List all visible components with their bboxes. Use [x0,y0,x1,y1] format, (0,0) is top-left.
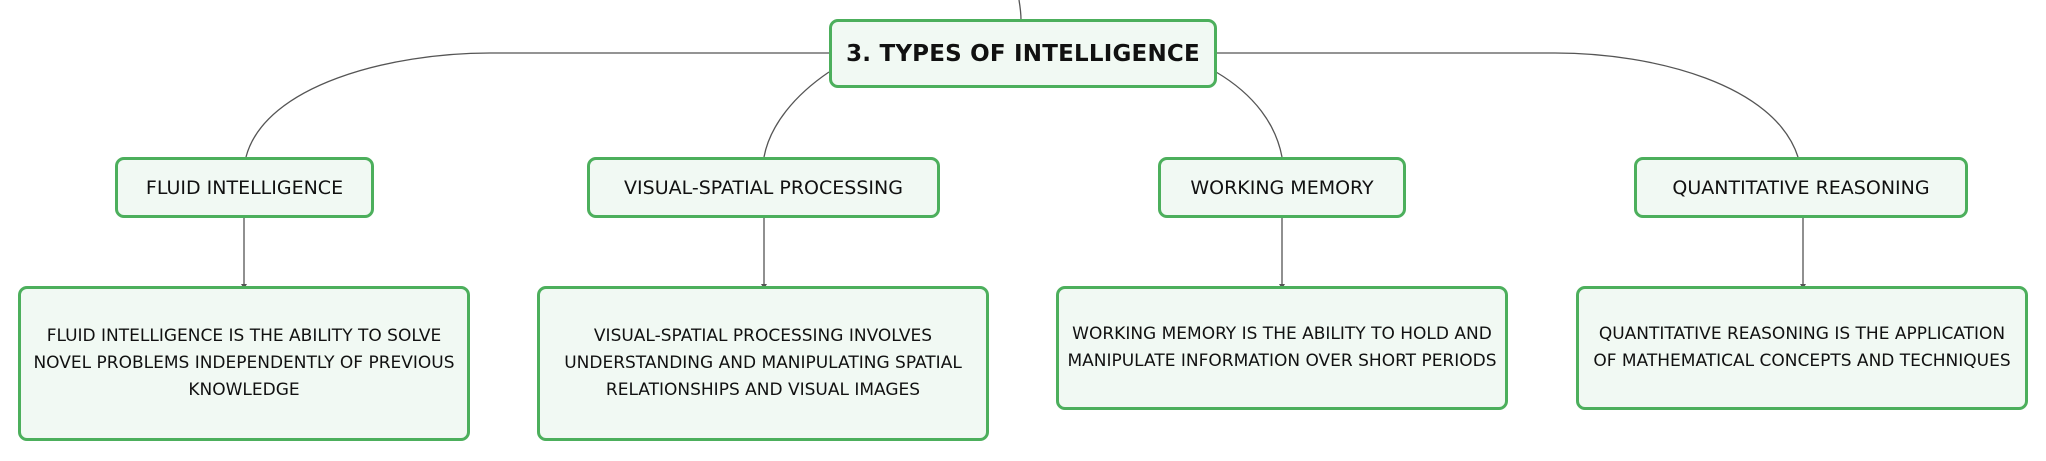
branch-label: FLUID INTELLIGENCE [145,176,344,199]
description-text: QUANTITATIVE REASONING IS THE APPLICATIO… [1593,324,2011,371]
description-text: WORKING MEMORY IS THE ABILITY TO HOLD AN… [1067,324,1497,371]
branch-node-quantitative-reasoning[interactable]: QUANTITATIVE REASONING [1634,157,1968,218]
description-node-working-memory[interactable]: WORKING MEMORY IS THE ABILITY TO HOLD AN… [1056,286,1508,410]
root-title: 3. TYPES OF INTELLIGENCE [846,40,1200,67]
branch-node-visual-spatial-processing[interactable]: VISUAL-SPATIAL PROCESSING [587,157,940,218]
description-node-fluid-intelligence[interactable]: FLUID INTELLIGENCE IS THE ABILITY TO SOL… [18,286,470,441]
branch-node-working-memory[interactable]: WORKING MEMORY [1158,157,1406,218]
branch-label: WORKING MEMORY [1190,176,1374,199]
connector-root-fluid [245,52,829,158]
branch-label: QUANTITATIVE REASONING [1672,176,1930,199]
connector-root-incoming [1018,0,1022,21]
branch-label: VISUAL-SPATIAL PROCESSING [624,176,903,199]
description-node-visual-spatial-processing[interactable]: VISUAL-SPATIAL PROCESSING INVOLVES UNDER… [537,286,989,441]
connector-root-working [1215,71,1283,158]
description-node-quantitative-reasoning[interactable]: QUANTITATIVE REASONING IS THE APPLICATIO… [1576,286,2028,410]
description-text: FLUID INTELLIGENCE IS THE ABILITY TO SOL… [33,326,455,400]
connector-root-quant [1216,52,1799,158]
description-text: VISUAL-SPATIAL PROCESSING INVOLVES UNDER… [564,326,962,400]
root-node[interactable]: 3. TYPES OF INTELLIGENCE [829,19,1217,88]
connector-root-visual [763,71,830,158]
branch-node-fluid-intelligence[interactable]: FLUID INTELLIGENCE [115,157,374,218]
